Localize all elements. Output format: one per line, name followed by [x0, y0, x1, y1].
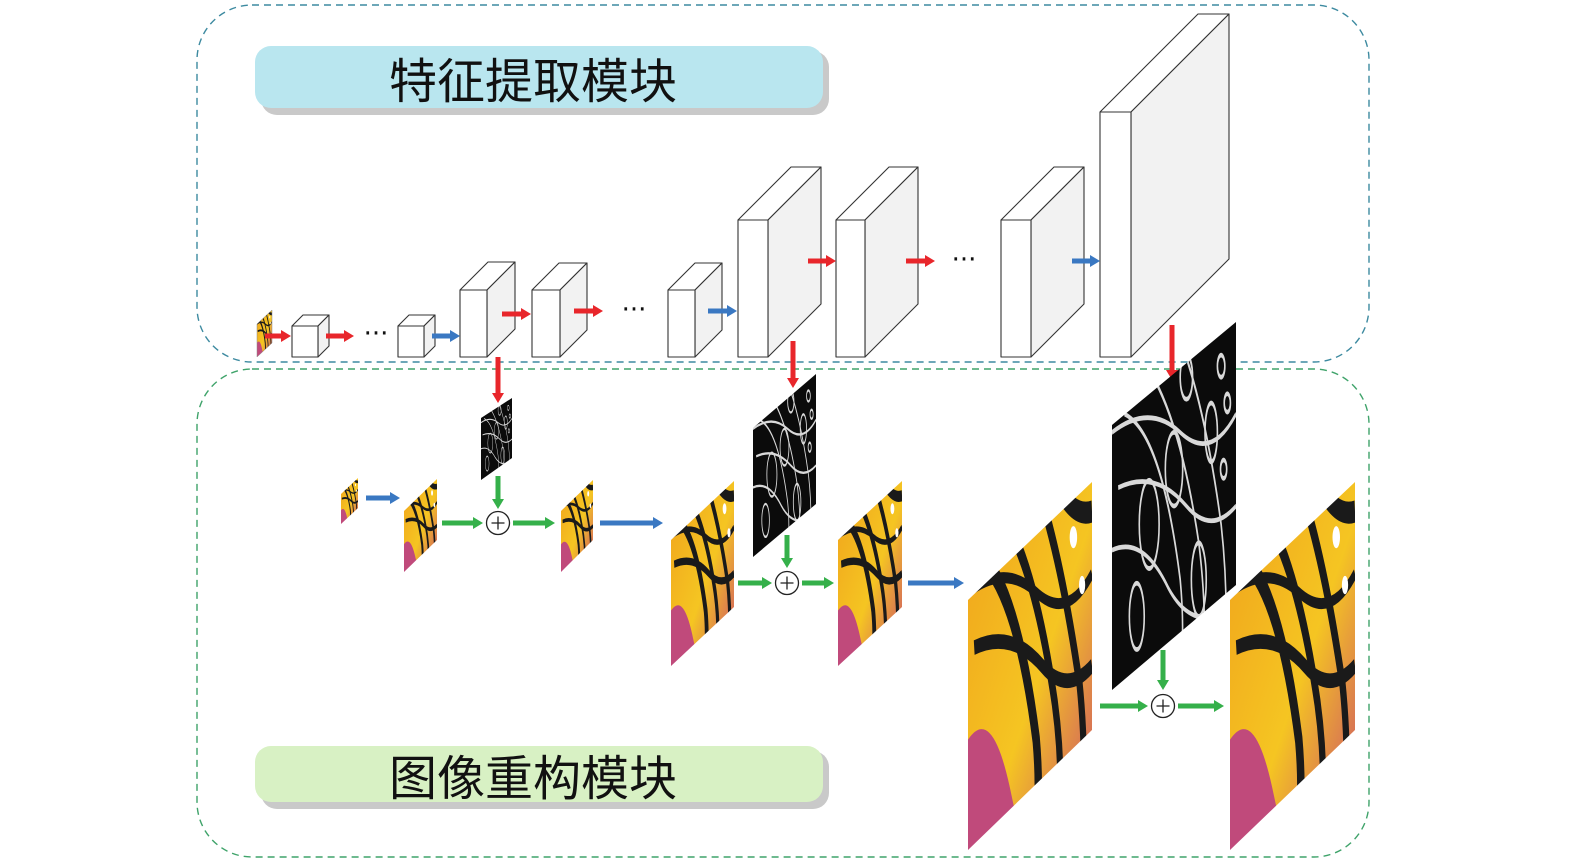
add-node-3 [1150, 693, 1176, 719]
add-arrow [442, 517, 483, 529]
feature-blocks [291, 13, 1230, 358]
add-arrow [513, 517, 555, 529]
add-arrow [802, 577, 834, 589]
upsampled-image-3 [968, 482, 1092, 850]
upsampled-image-1 [404, 479, 437, 572]
arrows [265, 255, 1224, 712]
ellipsis-2: ··· [622, 295, 647, 325]
edge-map-3 [1112, 322, 1236, 690]
add-arrow [1178, 700, 1224, 712]
feature-module-title: 特征提取模块 [389, 54, 677, 110]
feature-block-6 [737, 166, 822, 358]
conv-arrow [1166, 325, 1178, 380]
upsample-arrow [600, 517, 663, 529]
add-arrow [738, 577, 772, 589]
input-image [256, 309, 273, 358]
add-node-2 [774, 570, 800, 596]
lr-input-image [341, 478, 358, 524]
upsample-arrow [1072, 255, 1100, 267]
reconstruction-module-border [196, 368, 1370, 858]
reconstruction-module-title: 图像重构模块 [389, 751, 677, 807]
feature-block-4 [531, 262, 588, 358]
ellipsis-3: ··· [952, 245, 977, 275]
ellipsis-1: ··· [364, 319, 389, 349]
add-arrow [1100, 700, 1148, 712]
edge-map-2 [753, 374, 816, 557]
feature-module-label: 特征提取模块 [255, 46, 829, 115]
conv-arrow [492, 357, 504, 403]
feature-module-border [196, 4, 1370, 363]
upsample-arrow [366, 492, 400, 504]
reconstruction-module-label: 图像重构模块 [255, 746, 829, 809]
upsampled-image-2 [671, 481, 734, 666]
edge-map-1 [481, 398, 512, 480]
conv-arrow [326, 330, 354, 342]
add-arrow [492, 476, 504, 509]
feature-block-7 [835, 166, 919, 358]
feature-block-2 [397, 314, 436, 358]
conv-arrow [502, 308, 531, 320]
feature-block-3 [459, 261, 516, 358]
feature-block-1 [291, 314, 330, 358]
add-node-1 [485, 510, 511, 536]
output-image [1230, 482, 1355, 850]
reconstructed-image-1 [561, 480, 593, 572]
upsample-arrow [708, 305, 737, 317]
conv-arrow [808, 255, 836, 267]
add-arrow [781, 535, 793, 568]
feature-block-9 [1099, 13, 1230, 358]
conv-arrow [787, 341, 799, 388]
upsample-arrow [432, 330, 460, 342]
reconstructed-image-2 [838, 481, 902, 666]
conv-arrow [265, 330, 291, 342]
conv-arrow [906, 255, 935, 267]
conv-arrow [574, 305, 603, 317]
feature-block-8 [1000, 166, 1085, 358]
upsample-arrow [908, 577, 964, 589]
add-arrow [1157, 650, 1169, 690]
